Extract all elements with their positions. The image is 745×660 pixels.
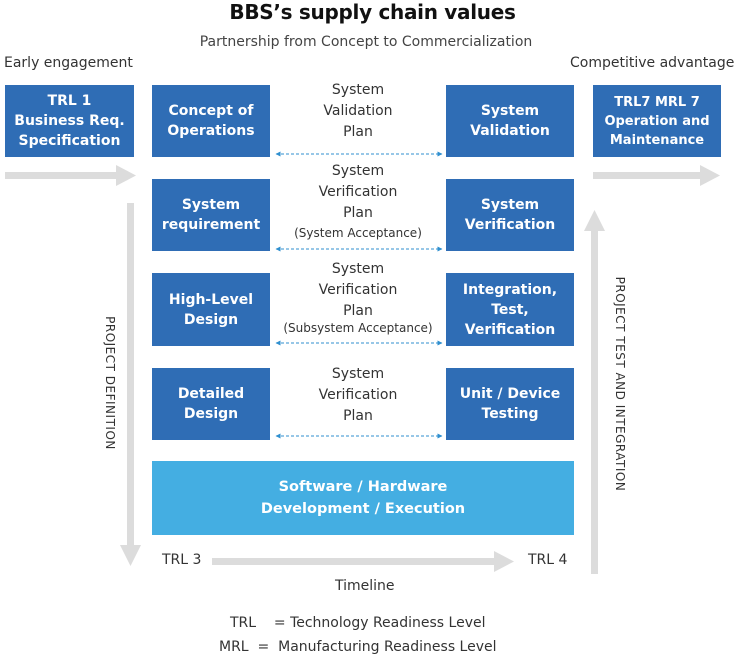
unit-device-testing-box: Unit / Device Testing xyxy=(446,368,574,440)
trl3-label: TRL 3 xyxy=(162,552,202,568)
project-definition-arrow xyxy=(120,203,141,566)
plan-sub-3: (Subsystem Acceptance) xyxy=(283,321,433,335)
diagram-subtitle: Partnership from Concept to Commercializ… xyxy=(199,34,533,50)
legend-trl: TRL = Technology Readiness Level xyxy=(230,615,486,631)
project-test-integration-label: PROJECT TEST AND INTEGRATION xyxy=(613,276,627,492)
plan-text-1: System Validation Plan xyxy=(323,82,393,140)
legend-trl-meaning: Technology Readiness Level xyxy=(290,615,486,631)
competitive-advantage-label: Competitive advantage xyxy=(570,55,735,71)
timeline-arrow xyxy=(212,551,514,572)
software-hardware-box: Software / Hardware Development / Execut… xyxy=(152,461,574,535)
legend-mrl-abbr: MRL xyxy=(219,639,249,655)
system-requirement-box: System requirement xyxy=(152,179,270,251)
project-test-arrow xyxy=(584,210,605,574)
legend-trl-abbr: TRL xyxy=(230,615,257,631)
early-engagement-arrow xyxy=(5,165,136,186)
project-definition-label: PROJECT DEFINITION xyxy=(103,316,117,450)
system-verification-box: System Verification xyxy=(446,179,574,251)
trl7-operation-box: TRL7 MRL 7 Operation and Maintenance xyxy=(593,85,721,157)
legend-trl-sep: = xyxy=(256,615,291,631)
detailed-design-box: Detailed Design xyxy=(152,368,270,440)
concept-of-operations-box: Concept of Operations xyxy=(152,85,270,157)
diagram-title: BBS’s supply chain values xyxy=(229,0,516,24)
trl4-label: TRL 4 xyxy=(528,552,568,568)
competitive-advantage-arrow xyxy=(593,165,720,186)
legend-mrl-sep: = xyxy=(248,639,279,655)
plan-text-2: System Verification Plan xyxy=(318,163,398,221)
legend-mrl: MRL = Manufacturing Readiness Level xyxy=(219,639,497,655)
plan-text-3: System Verification Plan xyxy=(318,261,398,319)
early-engagement-label: Early engagement xyxy=(4,55,133,71)
integration-test-verification-box: Integration, Test, Verification xyxy=(446,273,574,346)
legend-mrl-meaning: Manufacturing Readiness Level xyxy=(278,639,497,655)
trl1-business-req-box: TRL 1 Business Req. Specification xyxy=(5,85,134,157)
plan-text-4: System Verification Plan xyxy=(318,366,398,424)
high-level-design-box: High-Level Design xyxy=(152,273,270,346)
timeline-label: Timeline xyxy=(335,578,395,594)
plan-sub-2: (System Acceptance) xyxy=(294,226,422,240)
system-validation-box: System Validation xyxy=(446,85,574,157)
